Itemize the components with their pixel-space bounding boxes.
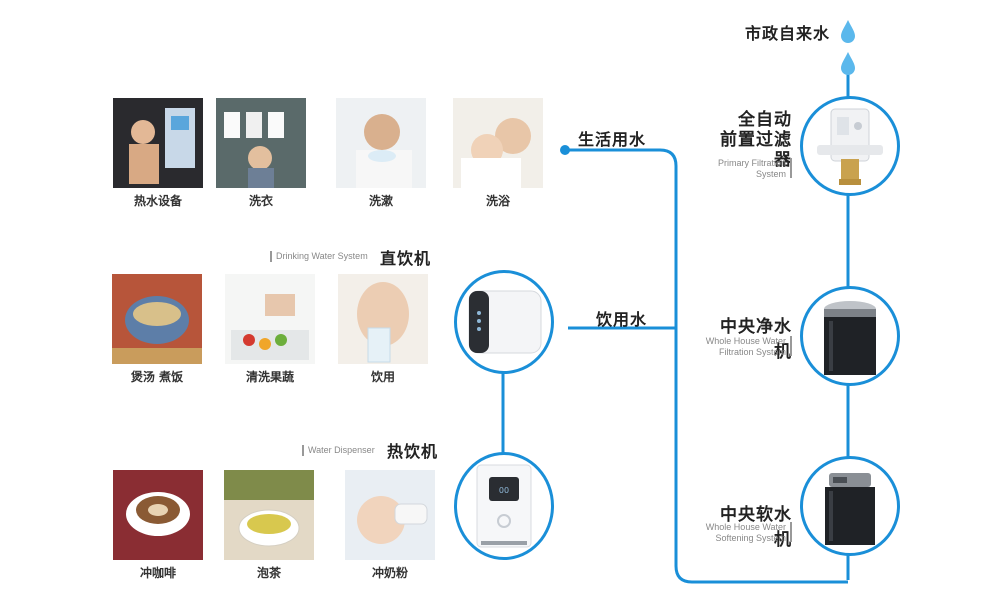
drinking-water-label: 饮用水 xyxy=(596,310,648,329)
softener-en-bar xyxy=(790,522,792,542)
photo-laundry xyxy=(216,98,306,188)
caption-baby-formula: 冲奶粉 xyxy=(371,566,408,580)
photo-baby-formula xyxy=(345,470,435,560)
source-label: 市政自来水 xyxy=(745,24,831,43)
softener-en: Whole House Water Softening System xyxy=(705,522,786,543)
caption-washing-face: 洗漱 xyxy=(368,194,393,208)
drinking-machine-name: 直饮机 xyxy=(380,249,432,268)
living-water-label: 生活用水 xyxy=(578,130,647,149)
prefilter-en: Primary Filtration System xyxy=(717,158,786,179)
caption-coffee: 冲咖啡 xyxy=(139,566,176,580)
photo-bathing xyxy=(453,98,543,188)
softener-device-circle xyxy=(800,456,900,556)
photo-tea xyxy=(224,470,314,560)
photo-drinking xyxy=(338,274,428,364)
purifier-name: 中央净水机 xyxy=(720,317,792,362)
photo-washing-produce xyxy=(225,274,315,364)
photo-washing-face xyxy=(336,98,426,188)
water-dispenser-circle: 00 xyxy=(454,452,554,560)
prefilter-device-circle xyxy=(800,96,900,196)
drinking-machine-illustration xyxy=(468,290,542,354)
prefilter-illustration xyxy=(817,108,883,185)
svg-text:00: 00 xyxy=(499,486,509,495)
caption-laundry: 洗衣 xyxy=(248,194,273,208)
caption-tea: 泡茶 xyxy=(256,566,281,580)
softener-name: 中央软水机 xyxy=(720,505,792,550)
purifier-illustration xyxy=(824,301,876,375)
loop-pipe xyxy=(565,148,848,584)
water-dispenser-illustration: 00 xyxy=(476,464,532,548)
water-dispenser-en: Water Dispenser xyxy=(302,445,378,456)
living-water-dot xyxy=(560,145,570,155)
caption-washing-produce: 清洗果蔬 xyxy=(245,370,294,384)
water-dispenser-name: 热饮机 xyxy=(387,442,439,461)
water-drop-icon xyxy=(841,20,855,75)
purifier-device-circle xyxy=(800,286,900,386)
caption-cooking: 煲汤 煮饭 xyxy=(130,370,184,384)
purifier-en-bar xyxy=(790,336,792,356)
photo-cooking xyxy=(112,274,202,364)
caption-water-heater: 热水设备 xyxy=(133,194,182,208)
softener-illustration xyxy=(825,473,875,545)
drinking-machine-circle xyxy=(454,270,554,374)
prefilter-en-bar xyxy=(790,158,792,178)
prefilter-name: 全自动 前置过滤器 xyxy=(720,110,792,170)
purifier-en: Whole House Water Filtration System xyxy=(705,336,786,357)
caption-bathing: 洗浴 xyxy=(485,194,510,208)
drinking-machine-en: Drinking Water System xyxy=(270,251,368,262)
photo-water-heater xyxy=(113,98,203,188)
caption-drinking: 饮用 xyxy=(370,370,395,384)
photo-coffee xyxy=(113,470,203,560)
